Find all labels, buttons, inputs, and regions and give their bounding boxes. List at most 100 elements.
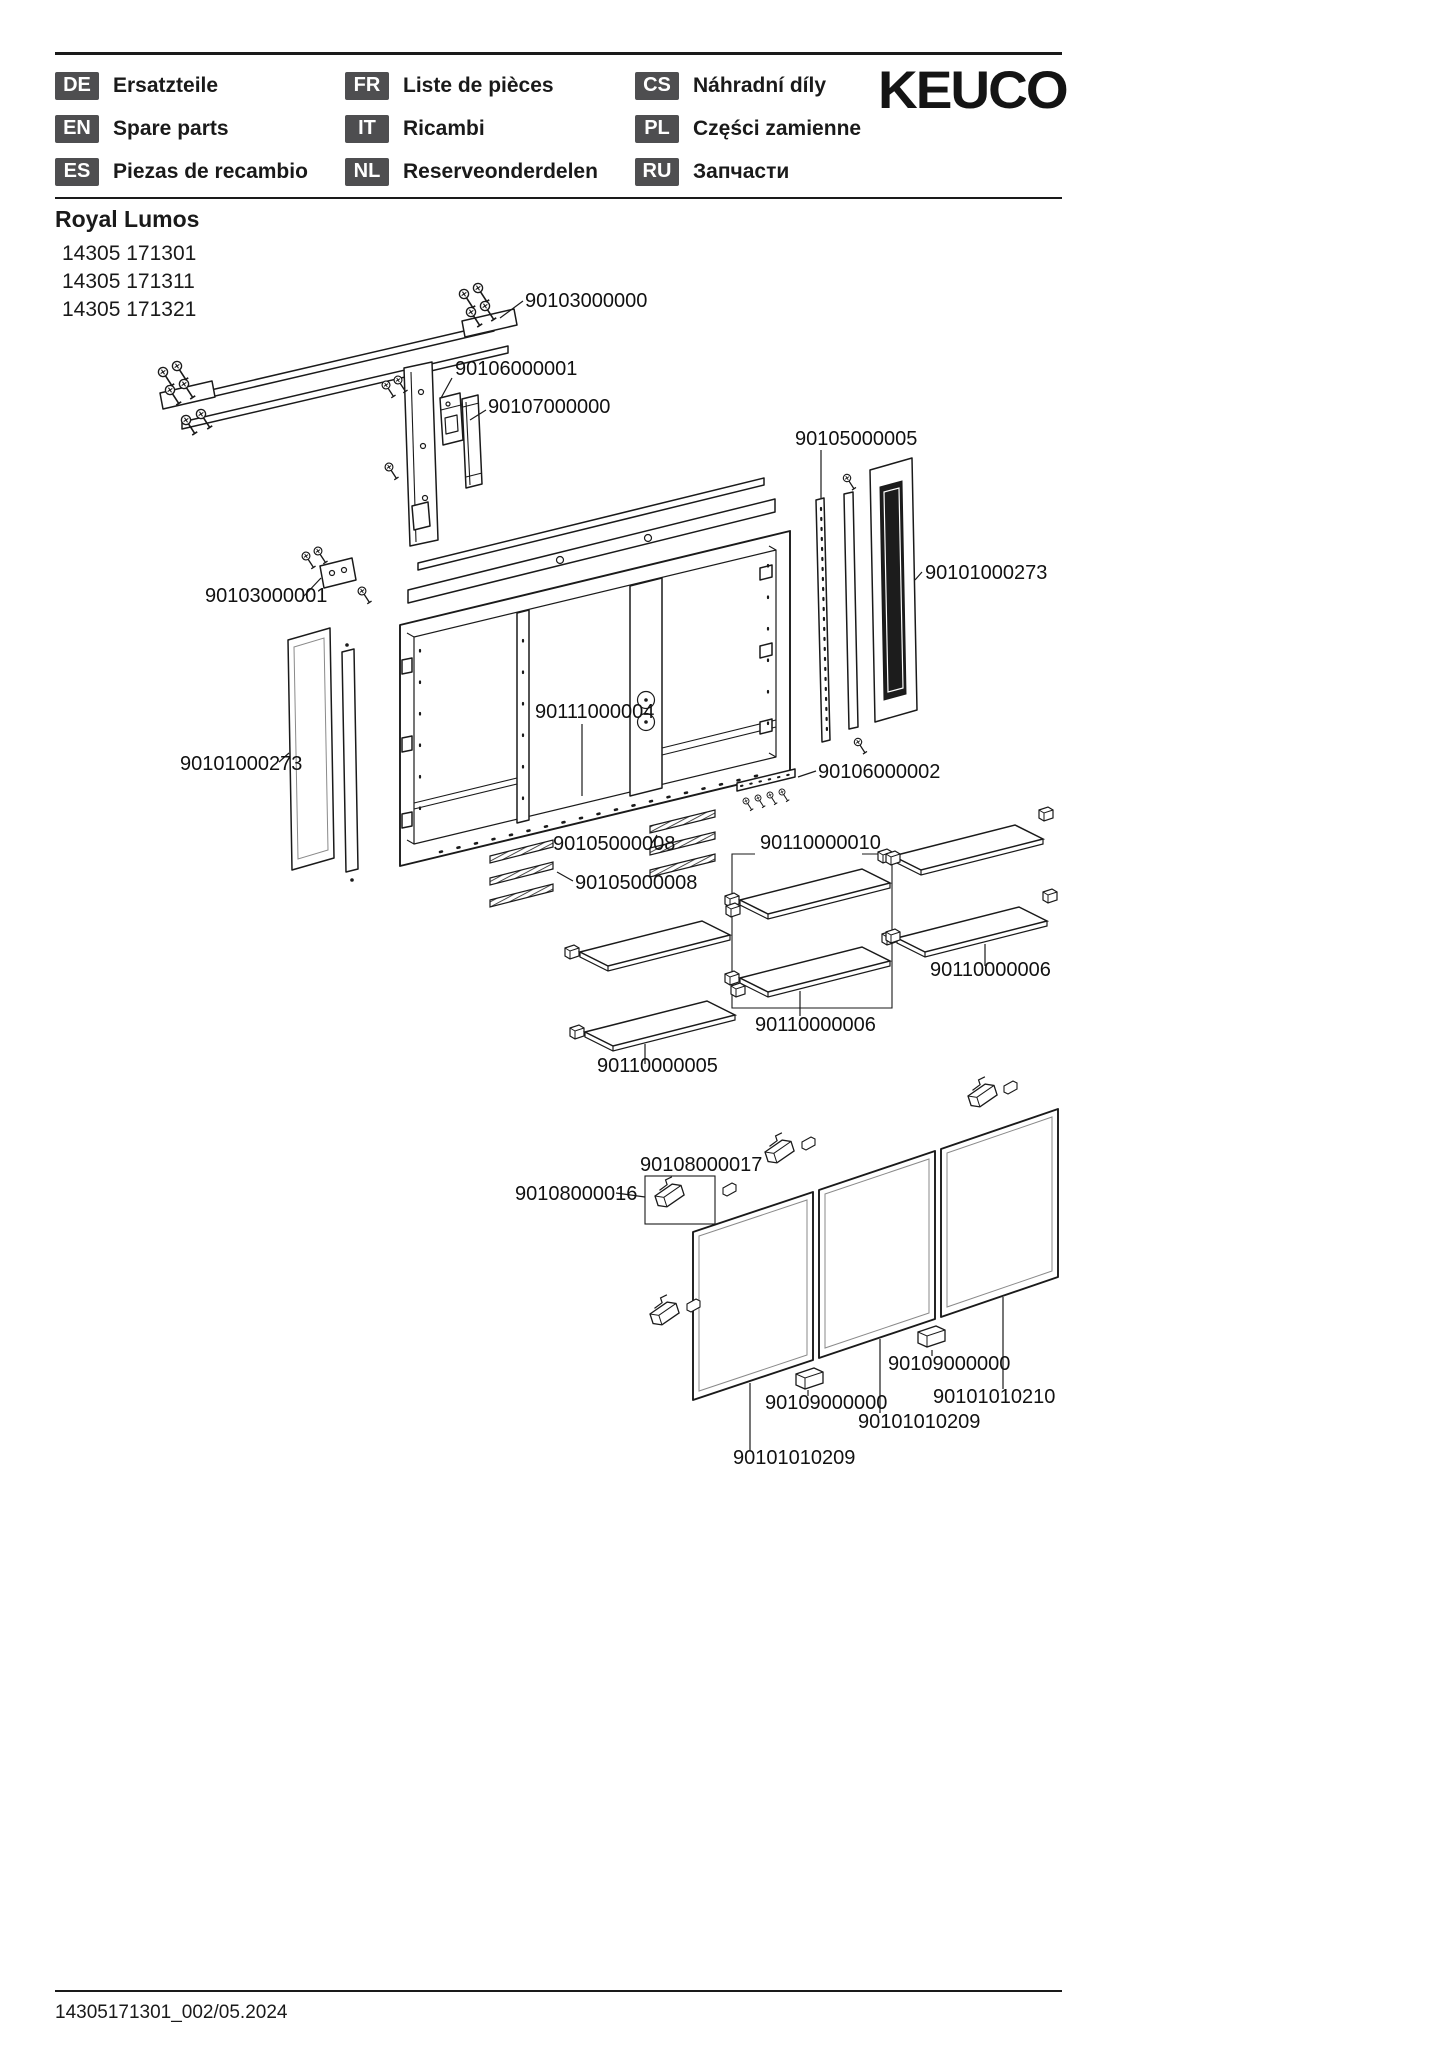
screw-icon xyxy=(777,787,791,803)
screw-icon xyxy=(852,736,869,756)
product-block: Royal Lumos 14305 171301 14305 171311 14… xyxy=(55,206,199,324)
part-label: 90106000001 xyxy=(455,358,577,380)
product-name: Royal Lumos xyxy=(55,206,200,232)
mounting-bracket-left xyxy=(159,380,216,410)
hinge-icon xyxy=(645,1292,682,1328)
glass-shelf xyxy=(570,983,745,1051)
lang-label-nl: Reserveonderdelen xyxy=(403,159,598,183)
led-module-cluster-left xyxy=(489,839,554,908)
part-label: 90105000008 xyxy=(575,872,697,894)
screw-icon xyxy=(470,280,492,305)
top-rule xyxy=(55,52,1062,55)
hinge-wedge-icon xyxy=(722,1182,737,1197)
lang-badge-pl: PL xyxy=(635,114,679,143)
side-light-panel-left xyxy=(287,627,335,871)
part-label: 90101000273 xyxy=(925,562,1047,584)
language-table: DE Ersatzteile FR Liste de pièces CS Náh… xyxy=(55,64,935,193)
lang-row-en: EN Spare parts xyxy=(55,114,345,143)
mounting-profile-group xyxy=(379,361,483,547)
screw-icon xyxy=(753,793,767,809)
hinge-icon xyxy=(650,1174,687,1210)
cabinet-divider xyxy=(516,609,530,824)
leader-lines xyxy=(278,300,1004,1450)
lang-label-de: Ersatzteile xyxy=(113,73,219,97)
lang-row-de: DE Ersatzteile xyxy=(55,71,345,100)
cabinet-electric-column xyxy=(629,577,663,797)
lang-row-nl: NL Reserveonderdelen xyxy=(345,157,635,186)
part-label: 90110000006 xyxy=(755,1014,876,1036)
side-profile-left xyxy=(341,648,359,873)
glass-shelf xyxy=(725,851,900,919)
part-label: 90105000008 xyxy=(553,833,675,855)
keuco-logo: KEUCO xyxy=(878,60,1069,120)
lang-row-pl: PL Części zamienne xyxy=(635,114,925,143)
lang-row-cs: CS Náhradní díly xyxy=(635,71,925,100)
screw-icon xyxy=(311,544,330,566)
lang-row-ru: RU Запчасти xyxy=(635,157,925,186)
lang-badge-cs: CS xyxy=(635,71,679,100)
lang-label-it: Ricambi xyxy=(403,116,485,140)
screw-icon xyxy=(765,790,779,806)
part-label: 90101010209 xyxy=(858,1411,980,1433)
lang-label-cs: Náhradní díly xyxy=(693,73,827,97)
lang-badge-fr: FR xyxy=(345,71,389,100)
part-label: 90103000001 xyxy=(205,585,327,607)
part-label: 90103000000 xyxy=(525,290,647,312)
hinge-wedge-icon xyxy=(801,1136,816,1151)
lang-label-pl: Części zamienne xyxy=(693,116,862,140)
lang-badge-nl: NL xyxy=(345,157,389,186)
led-transformer xyxy=(439,392,464,446)
mirror-door-left xyxy=(692,1191,814,1401)
glass-shelf xyxy=(882,889,1057,957)
hinge-detail-box xyxy=(644,1175,716,1225)
screw-icon xyxy=(741,796,755,812)
top-rail-strip xyxy=(417,477,765,571)
model-number: 14305 171321 xyxy=(62,298,197,321)
mirror-doors xyxy=(644,1074,1059,1401)
part-label: 90105000005 xyxy=(795,428,917,450)
lang-badge-es: ES xyxy=(55,157,99,186)
screw-icon xyxy=(841,472,858,492)
part-label: 90110000010 xyxy=(760,832,881,854)
top-cover-panel xyxy=(407,498,776,604)
part-label: 90111000004 xyxy=(535,701,654,723)
mirror-door-right xyxy=(940,1108,1059,1318)
lang-label-es: Piezas de recambio xyxy=(113,159,308,183)
part-label: 90110000006 xyxy=(930,959,1051,981)
lang-row-it: IT Ricambi xyxy=(345,114,635,143)
door-damper-icon xyxy=(917,1325,946,1348)
hinge-icon xyxy=(760,1130,797,1166)
lang-badge-en: EN xyxy=(55,114,99,143)
lang-row-fr: FR Liste de pièces xyxy=(345,71,635,100)
mirror-door-middle xyxy=(818,1150,936,1359)
header-divider xyxy=(55,197,1062,199)
side-panel-left-group xyxy=(287,627,359,882)
lang-label-ru: Запчасти xyxy=(693,159,790,183)
model-number: 14305 171311 xyxy=(62,270,195,293)
screw-icon xyxy=(355,584,374,606)
small-wall-bracket xyxy=(299,544,374,606)
part-label: 90106000002 xyxy=(818,761,940,783)
glass-shelf xyxy=(565,903,740,971)
lang-badge-it: IT xyxy=(345,114,389,143)
part-label: 90101010209 xyxy=(733,1447,855,1469)
screw-icon xyxy=(169,358,191,383)
model-number: 14305 171301 xyxy=(62,242,197,265)
part-label: 90108000017 xyxy=(640,1154,762,1176)
door-damper-icon xyxy=(795,1367,824,1390)
glass-shelf xyxy=(878,807,1053,875)
footer-rule xyxy=(55,1990,1062,1992)
lang-label-fr: Liste de pièces xyxy=(403,73,554,97)
hinge-icon xyxy=(963,1074,1000,1110)
doc-code: 14305171301_002/05.2024 xyxy=(55,2002,288,2023)
hinge-wedge-icon xyxy=(1003,1080,1018,1095)
lang-label-en: Spare parts xyxy=(113,116,229,140)
lang-badge-ru: RU xyxy=(635,157,679,186)
lang-row-es: ES Piezas de recambio xyxy=(55,157,345,186)
bottom-rail-part xyxy=(736,768,796,812)
part-label: 90108000016 xyxy=(515,1183,637,1205)
part-label: 90109000000 xyxy=(765,1392,887,1414)
led-module-cluster-right xyxy=(649,809,716,878)
